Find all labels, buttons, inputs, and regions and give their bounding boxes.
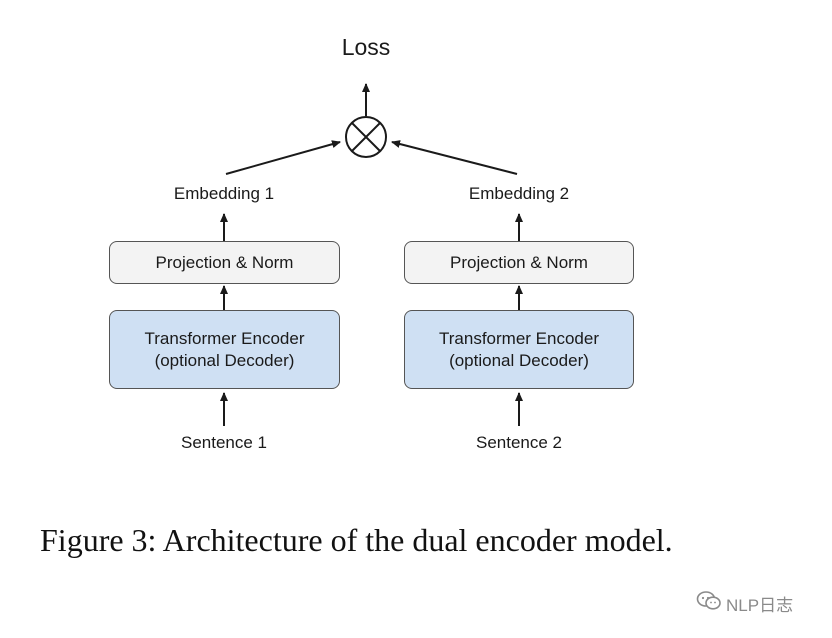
arrow-embedding2-to-combine [391,140,518,175]
projection-norm-1-label: Projection & Norm [155,252,294,272]
transformer-encoder-box-2: Transformer Encoder (optional Decoder) [404,310,634,389]
figure-caption: Figure 3: Architecture of the dual encod… [40,522,673,558]
combine-node-icon [345,116,387,158]
encoder-2-line1: Transformer Encoder [439,328,599,348]
encoder-1-line2: (optional Decoder) [154,350,295,370]
embedding-1-label: Embedding 1 [173,184,275,203]
transformer-encoder-box-1: Transformer Encoder (optional Decoder) [109,310,340,389]
sentence-1-label: Sentence 1 [180,433,267,452]
projection-norm-box-1: Projection & Norm [109,241,340,284]
wechat-icon [696,590,722,617]
watermark: NLP日志 [696,590,793,617]
arrow-embedding1-to-combine [225,140,341,175]
projection-norm-box-2: Projection & Norm [404,241,634,284]
encoder-1-line1: Transformer Encoder [144,328,305,348]
projection-norm-2-label: Projection & Norm [450,252,588,272]
loss-label: Loss [341,34,391,60]
sentence-2-label: Sentence 2 [475,433,562,452]
watermark-text: NLP日志 [726,596,794,615]
encoder-2-line2: (optional Decoder) [449,350,589,370]
embedding-2-label: Embedding 2 [468,184,570,203]
